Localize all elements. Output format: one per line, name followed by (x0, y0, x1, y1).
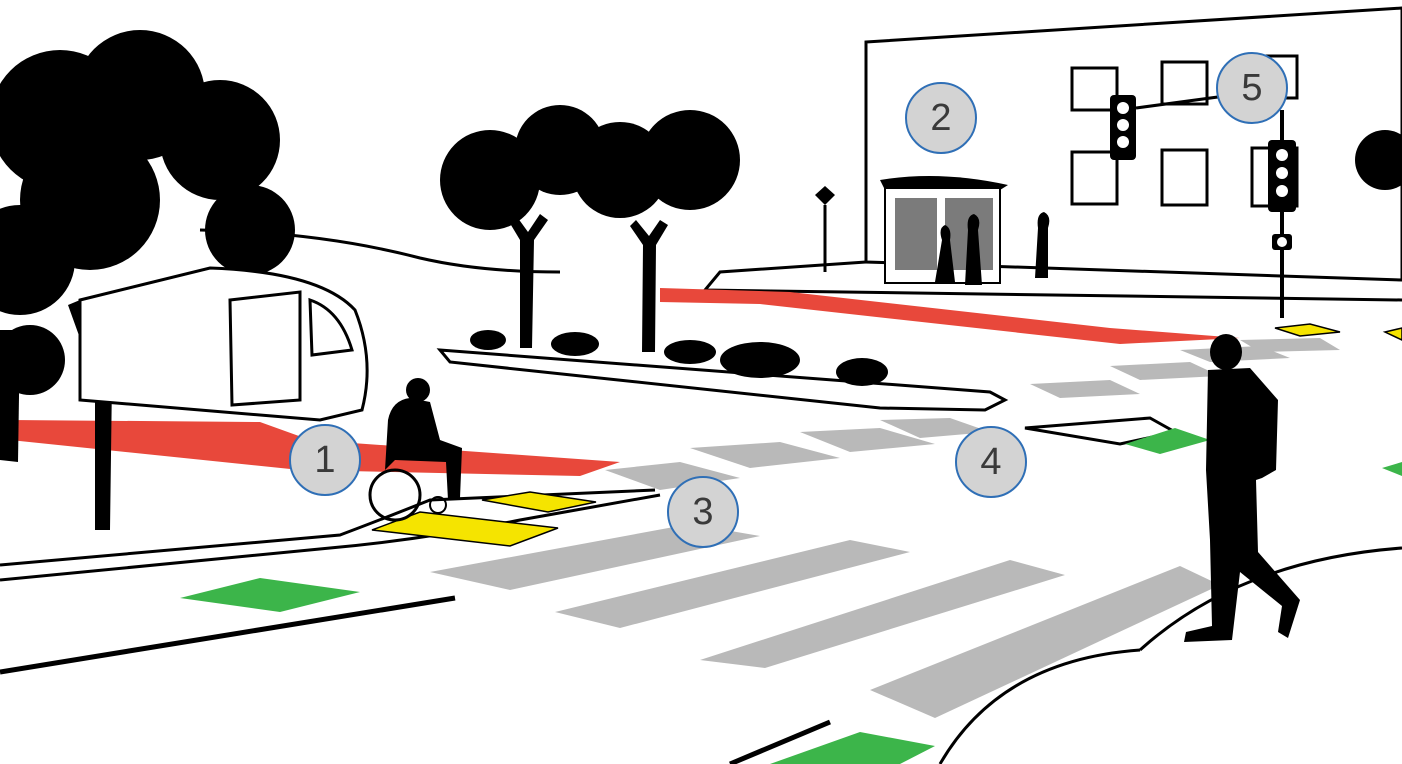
walking-pedestrian (1184, 334, 1300, 642)
bike-symbol (180, 578, 360, 612)
callout-3: 3 (667, 476, 739, 548)
building-window (1072, 152, 1117, 204)
bus (80, 268, 367, 420)
lane-lines (0, 598, 830, 764)
callout-5: 5 (1216, 52, 1288, 124)
building-window (1162, 62, 1207, 104)
building-window (1162, 150, 1207, 205)
callout-4: 4 (955, 426, 1027, 498)
callout-1: 1 (289, 424, 361, 496)
callout-2: 2 (905, 82, 977, 154)
